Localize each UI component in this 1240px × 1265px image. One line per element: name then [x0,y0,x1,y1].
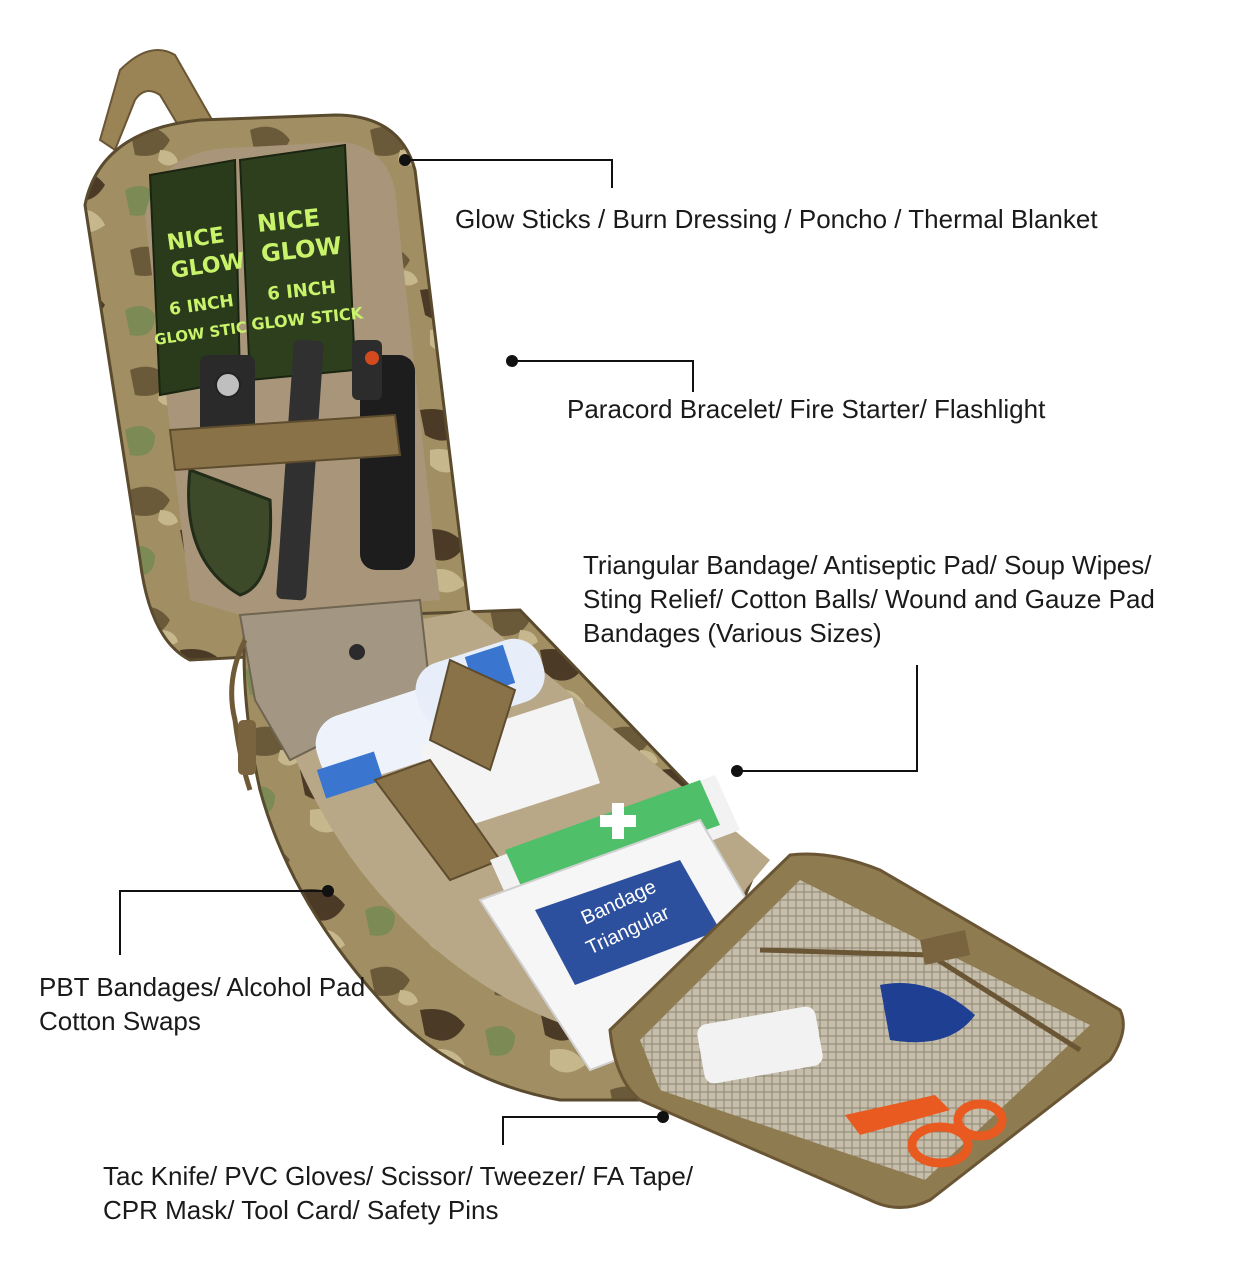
cpr-mask [880,983,975,1043]
callout-paracord: Paracord Bracelet/ Fire Starter/ Flashli… [567,392,1045,426]
callout-line: Cotton Swaps [39,1006,201,1036]
callout-line: PBT Bandages/ Alcohol Pad [39,972,366,1002]
glow-stick-packet-left: NICE GLOW 6 INCH GLOW STICK [148,158,261,397]
callout-line: Triangular Bandage/ Antiseptic Pad/ Soup… [583,550,1152,580]
callout-glow-sticks: Glow Sticks / Burn Dressing / Poncho / T… [455,202,1098,236]
callout-pbt-bandages: PBT Bandages/ Alcohol Pad Cotton Swaps [39,970,365,1038]
cord-lock [238,720,256,775]
tape-roll [697,1006,823,1084]
callout-line: Bandages (Various Sizes) [583,618,882,648]
callout-tac-knife: Tac Knife/ PVC Gloves/ Scissor/ Tweezer/… [103,1159,693,1227]
leader-line-2 [512,360,694,392]
paracord-bracelet [187,467,273,597]
elastic-webbing-strap [168,413,402,472]
scissors [845,1095,1007,1168]
leader-line-4 [119,890,328,955]
leader-dot-1 [399,154,411,166]
callout-line: CPR Mask/ Tool Card/ Safety Pins [103,1195,499,1225]
leader-line-3 [737,665,918,772]
leader-lines [119,159,918,1145]
callout-line: Glow Sticks / Burn Dressing / Poncho / T… [455,204,1098,234]
packet-brand-right-1: NICE [256,204,322,238]
zipper-pull [920,930,970,965]
leader-line-5 [502,1116,663,1145]
callout-bandages: Triangular Bandage/ Antiseptic Pad/ Soup… [583,548,1155,650]
leader-dot-5 [657,1111,669,1123]
callout-line: Tac Knife/ PVC Gloves/ Scissor/ Tweezer/… [103,1161,694,1191]
leader-dot-2 [506,355,518,367]
bandage-strap-top [428,658,517,772]
leader-dot-4 [322,885,334,897]
fire-starter [276,339,324,601]
callout-line: Sting Relief/ Cotton Balls/ Wound and Ga… [583,584,1155,614]
flashlight [360,355,415,570]
leader-line-1 [405,159,613,188]
leader-dot-3 [731,765,743,777]
callout-line: Paracord Bracelet/ Fire Starter/ Flashli… [567,394,1046,424]
